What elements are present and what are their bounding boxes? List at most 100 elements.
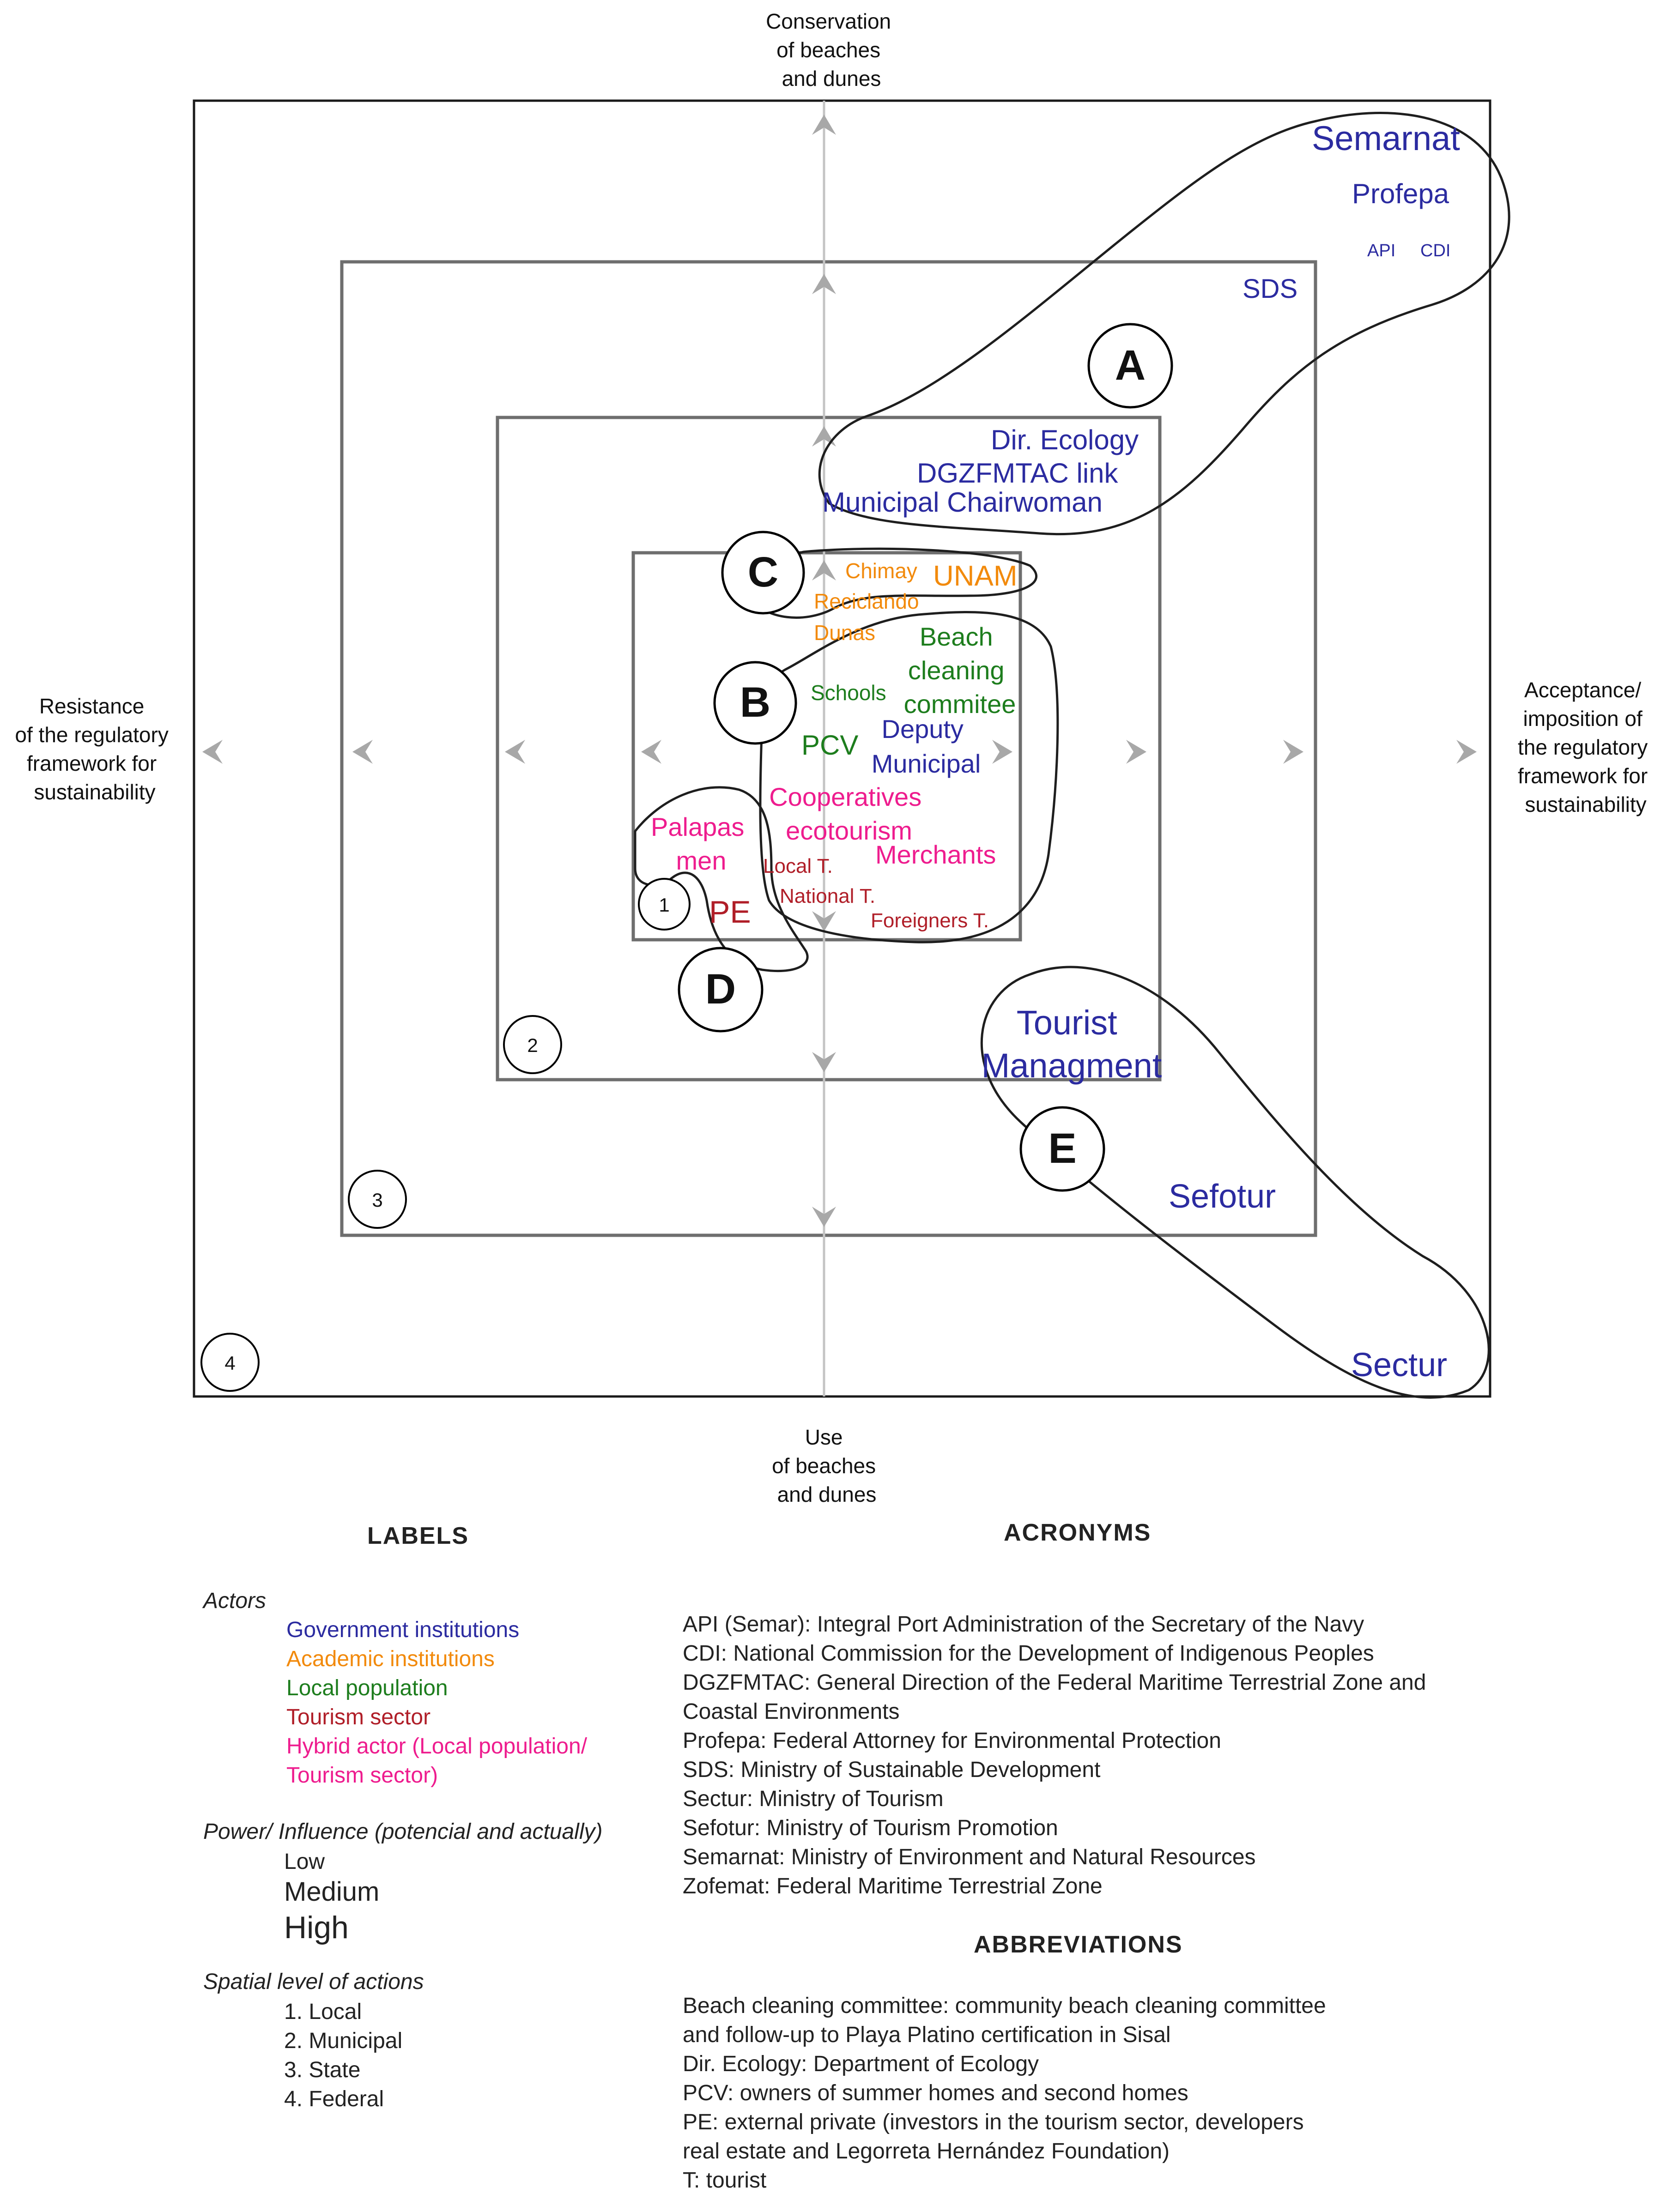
actor-unam: UNAM (933, 560, 1018, 592)
actor-type-local: Local population (286, 1676, 448, 1700)
abbreviations-title: ABBREVIATIONS (974, 1931, 1183, 1958)
actor-semarnat: Semarnat (1312, 119, 1460, 157)
spatial-municipal: 2. Municipal (284, 2029, 403, 2053)
actor-dgzfmtac-link: DGZFMTAC link (917, 458, 1119, 489)
actor-profepa: Profepa (1352, 178, 1449, 209)
level-1-number: 1 (659, 894, 669, 916)
actor-type-hybrid-line2: Tourism sector) (286, 1763, 438, 1788)
actor-sectur: Sectur (1351, 1347, 1447, 1384)
abbreviation-item: Beach cleaning committee: community beac… (683, 1994, 1326, 2018)
abbreviation-item: PCV: owners of summer homes and second h… (683, 2081, 1188, 2105)
axis-top-label: Conservation of beaches and dunes (766, 9, 897, 91)
acronym-item: DGZFMTAC: General Direction of the Feder… (683, 1670, 1426, 1695)
group-c-letter: C (748, 549, 778, 596)
abbreviation-item: and follow-up to Playa Platino certifica… (683, 2023, 1171, 2047)
group-a-letter: A (1115, 342, 1146, 389)
labels-title: LABELS (367, 1523, 469, 1549)
acronym-item: Sefotur: Ministry of Tourism Promotion (683, 1816, 1058, 1840)
power-high: High (284, 1910, 349, 1945)
acronym-list: API (Semar): Integral Port Administratio… (683, 1610, 1426, 1901)
abbreviation-item: T: tourist (683, 2168, 767, 2193)
actor-local-tourist: Local T. (763, 855, 833, 877)
level-2-box (496, 416, 1162, 1082)
academic-actors: Chimay UNAM Reciclando Dunas (814, 559, 1018, 645)
level-1-marker (638, 878, 691, 931)
axis-bottom-label: Use of beaches and dunes (772, 1425, 882, 1506)
group-c-marker (721, 531, 805, 615)
level-2-number: 2 (527, 1034, 538, 1056)
level-3-box (340, 260, 1317, 1237)
power-low: Low (284, 1849, 325, 1874)
acronym-item: CDI: National Commission for the Develop… (683, 1641, 1374, 1666)
actor-type-hybrid: Hybrid actor (Local population/ Tourism … (286, 1732, 587, 1790)
spatial-heading: Spatial level of actions (203, 1970, 424, 1994)
tourism-sector-actors: Local T. National T. Foreigners T. PE (709, 855, 989, 932)
acronyms-title: ACRONYMS (1004, 1519, 1152, 1546)
actor-dir-ecology: Dir. Ecology (991, 424, 1139, 455)
actor-deputy-municipal: Deputy Municipal (872, 714, 981, 778)
hybrid-actors: Palapas men Cooperatives ecotourism Merc… (651, 782, 996, 875)
acronym-item: Semarnat: Ministry of Environment and Na… (683, 1845, 1256, 1869)
level-3-marker (348, 1170, 407, 1229)
group-a-marker (1087, 323, 1173, 409)
level-2-marker (503, 1015, 562, 1074)
group-d-letter: D (705, 966, 736, 1013)
axis-right-label: Acceptance/ imposition of the regulatory… (1518, 678, 1654, 816)
power-medium: Medium (284, 1877, 380, 1907)
level-3-number: 3 (372, 1189, 382, 1211)
actor-tourist-management: Tourist Managment (982, 1003, 1162, 1085)
spatial-state: 3. State (284, 2058, 361, 2082)
group-a-outline (818, 112, 1510, 536)
actor-national-tourist: National T. (780, 885, 875, 907)
actor-dunas: Dunas (814, 621, 875, 645)
spatial-federal: 4. Federal (284, 2087, 384, 2111)
actors-heading: Actors (203, 1589, 267, 1613)
actor-pcv: PCV (801, 730, 858, 761)
group-b-outline (759, 610, 1059, 943)
actor-cdi: CDI (1420, 241, 1450, 260)
group-d-outline (634, 786, 809, 973)
spatial-local: 1. Local (284, 2000, 362, 2024)
abbreviation-list: Beach cleaning committee: community beac… (683, 1991, 1326, 2195)
group-e-letter: E (1048, 1125, 1076, 1172)
abbreviation-item: PE: external private (investors in the t… (683, 2110, 1304, 2134)
actor-pe: PE (709, 894, 751, 930)
actor-foreigners-tourist: Foreigners T. (871, 909, 989, 932)
power-heading: Power/ Influence (potencial and actually… (203, 1819, 603, 1844)
abbreviation-item: Dir. Ecology: Department of Ecology (683, 2052, 1039, 2076)
actor-type-government: Government institutions (286, 1618, 520, 1642)
actor-palapas-men: Palapas men (651, 812, 752, 875)
axis-left-label: Resistance of the regulatory framework f… (15, 694, 174, 804)
level-4-number: 4 (224, 1352, 235, 1374)
acronym-item: Sectur: Ministry of Tourism (683, 1787, 944, 1811)
abbreviation-item: real estate and Legorreta Hernández Foun… (683, 2139, 1170, 2164)
group-b-letter: B (740, 679, 770, 726)
actor-sds: SDS (1243, 274, 1297, 304)
actor-chimay: Chimay (845, 559, 917, 583)
local-population-actors: Beach cleaning commitee Schools PCV (801, 622, 1016, 761)
group-d-marker (678, 947, 764, 1033)
level-1-box (631, 551, 1022, 942)
level-4-marker (200, 1333, 260, 1392)
group-e-marker (1019, 1106, 1105, 1192)
actor-beach-cleaning-committee: Beach cleaning commitee (904, 622, 1016, 719)
acronym-item: API (Semar): Integral Port Administratio… (683, 1612, 1364, 1637)
acronym-item: Zofemat: Federal Maritime Terrestrial Zo… (683, 1874, 1103, 1898)
actor-reciclando: Reciclando (814, 589, 919, 613)
actor-cooperatives-ecotourism: Cooperatives ecotourism (769, 782, 929, 845)
actor-merchants: Merchants (875, 840, 996, 869)
actor-schools: Schools (811, 681, 886, 705)
actor-type-tourism: Tourism sector (286, 1705, 431, 1729)
acronym-item: Coastal Environments (683, 1699, 900, 1724)
actor-type-academic: Academic institutions (286, 1647, 495, 1671)
level-4-box (193, 99, 1491, 1398)
group-e-outline (980, 966, 1490, 1399)
actor-sefotur: Sefotur (1169, 1178, 1276, 1215)
actor-api: API (1367, 241, 1395, 260)
acronym-item: Profepa: Federal Attorney for Environmen… (683, 1729, 1221, 1753)
actor-type-hybrid-line1: Hybrid actor (Local population/ (286, 1734, 588, 1759)
acronym-item: SDS: Ministry of Sustainable Development (683, 1758, 1101, 1782)
actor-municipal-chairwoman: Municipal Chairwoman (822, 487, 1103, 518)
group-b-marker (713, 661, 797, 745)
